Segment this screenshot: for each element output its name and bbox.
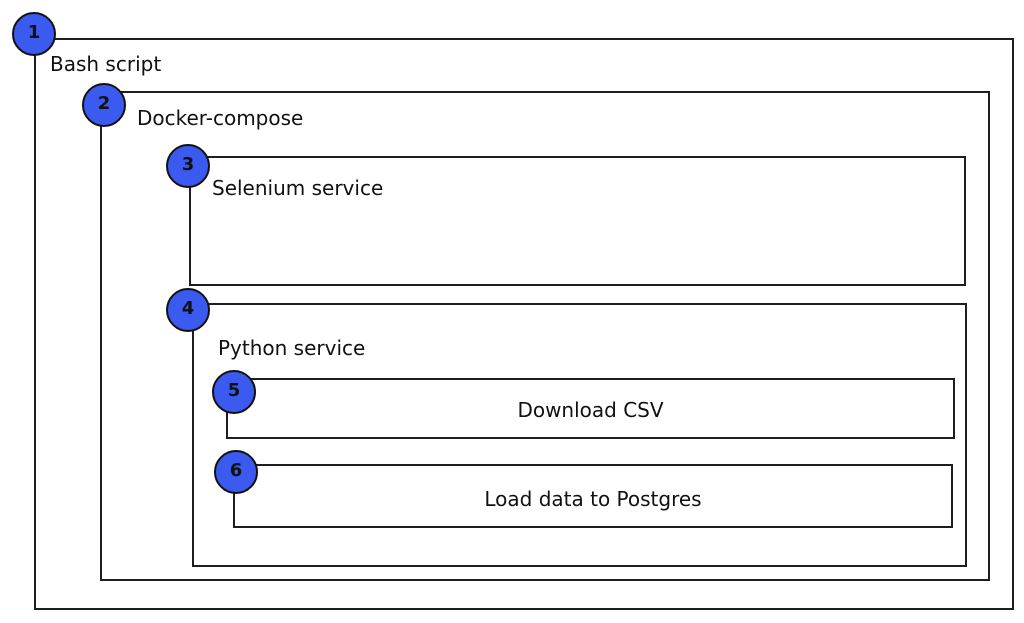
step-number-4: 4 xyxy=(181,297,195,319)
step-badge-1: 1 xyxy=(12,12,56,56)
load-data-label: Load data to Postgres xyxy=(484,487,702,511)
step-badge-5: 5 xyxy=(212,370,256,414)
step-number-2: 2 xyxy=(97,92,111,114)
bash-script-label: Bash script xyxy=(50,52,162,76)
download-csv-label: Download CSV xyxy=(517,398,664,422)
step-number-1: 1 xyxy=(27,21,41,43)
docker-compose-box xyxy=(100,91,990,581)
step-badge-4: 4 xyxy=(166,288,210,332)
step-number-3: 3 xyxy=(181,153,195,175)
selenium-service-box xyxy=(189,156,966,286)
step-number-6: 6 xyxy=(229,459,243,481)
python-service-label: Python service xyxy=(218,336,366,360)
docker-compose-label: Docker-compose xyxy=(137,106,304,130)
bash-script-box xyxy=(34,38,1014,610)
python-service-box xyxy=(192,303,967,567)
step-number-5: 5 xyxy=(227,379,241,401)
step-badge-2: 2 xyxy=(82,83,126,127)
step-badge-3: 3 xyxy=(166,144,210,188)
load-data-box xyxy=(233,464,953,528)
step-badge-6: 6 xyxy=(214,450,258,494)
selenium-service-label: Selenium service xyxy=(212,176,384,200)
